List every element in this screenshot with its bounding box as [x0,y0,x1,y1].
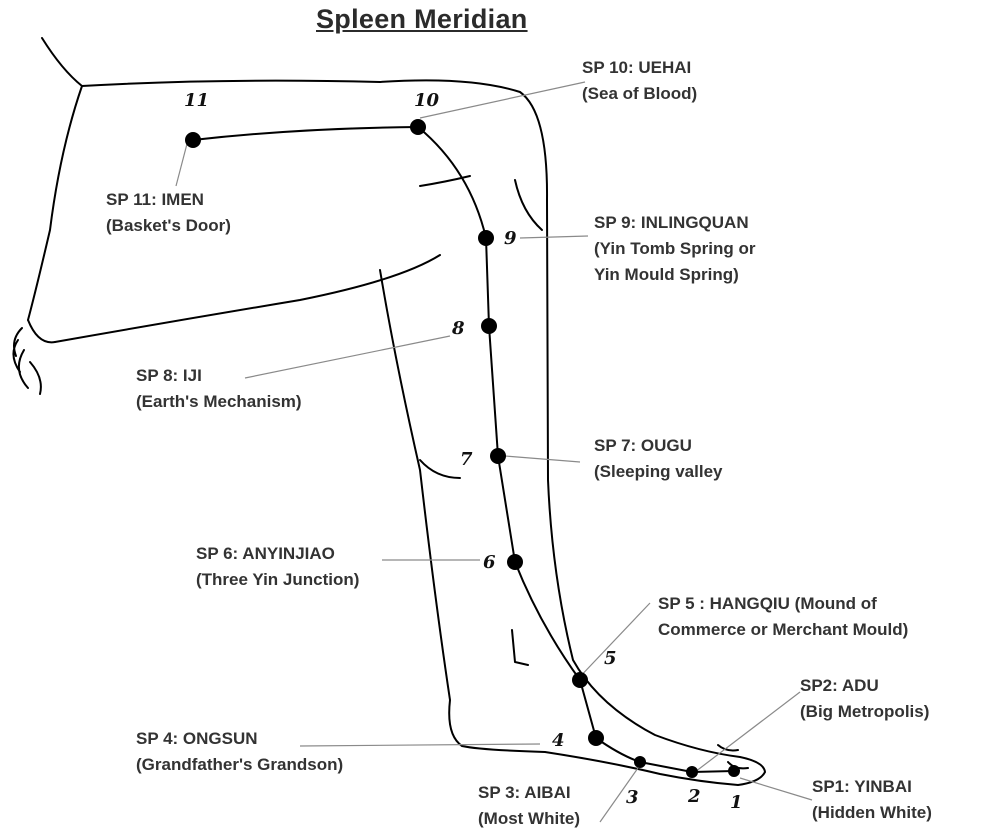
sp3-number: 3 [626,787,639,808]
sp9-point [478,230,494,246]
sp7-name-line: (Sleeping valley [594,459,723,485]
sp5-number: 5 [604,648,617,669]
sp2-number: 2 [688,786,701,807]
sp1-number: 1 [730,792,743,813]
sp5-point [572,672,588,688]
sp10-point [410,119,426,135]
sp11-point [185,132,201,148]
sp2-leader-line [695,692,800,772]
sp7-code: SP 7: OUGU [594,433,723,459]
sp3-point [634,756,646,768]
sp4-number: 4 [552,730,565,751]
sp6-number: 6 [483,552,496,573]
groin-detail [13,328,40,394]
torso-outline [28,38,82,320]
sp1-point [728,765,740,777]
sp11-number: 11 [184,90,209,111]
sp10-label: SP 10: UEHAI(Sea of Blood) [582,55,697,107]
sp1-label: SP1: YINBAI(Hidden White) [812,774,932,826]
sp6-point [507,554,523,570]
sp9-number: 9 [504,228,517,249]
sp3-code: SP 3: AIBAI [478,780,580,806]
groin-line [28,320,55,342]
sp8-label: SP 8: IJI(Earth's Mechanism) [136,363,302,415]
sp11-leader-line [176,140,188,186]
sp5-code: SP 5 : HANGQIU (Mound of [658,591,908,617]
thigh-under-outline [55,255,440,342]
sp9-code: SP 9: INLINGQUAN [594,210,755,236]
sp7-label: SP 7: OUGU(Sleeping valley [594,433,723,485]
sp7-leader-line [505,456,580,462]
ankle-mark [512,630,528,665]
sp1-leader-line [740,778,812,800]
sp10-code: SP 10: UEHAI [582,55,697,81]
sp9-leader-line [520,236,588,238]
sp8-number: 8 [452,318,465,339]
calf-line [420,460,460,478]
diagram-title: Spleen Meridian [316,4,528,35]
sp2-name-line: (Big Metropolis) [800,699,929,725]
sp4-point [588,730,604,746]
sp1-code: SP1: YINBAI [812,774,932,800]
sp8-name-line: (Earth's Mechanism) [136,389,302,415]
sp4-label: SP 4: ONGSUN(Grandfather's Grandson) [136,726,343,778]
sp6-code: SP 6: ANYINJIAO [196,541,359,567]
sp7-number: 7 [460,449,473,470]
sp9-name-line: Yin Mould Spring) [594,262,755,288]
sp4-code: SP 4: ONGSUN [136,726,343,752]
sp11-name-line: (Basket's Door) [106,213,231,239]
sp8-code: SP 8: IJI [136,363,302,389]
sp3-name-line: (Most White) [478,806,580,832]
sp4-name-line: (Grandfather's Grandson) [136,752,343,778]
sp1-name-line: (Hidden White) [812,800,932,826]
sp10-number: 10 [414,90,439,111]
sp11-code: SP 11: IMEN [106,187,231,213]
sp2-point [686,766,698,778]
sp5-leader-line [575,603,650,682]
sp5-name-line: Commerce or Merchant Mould) [658,617,908,643]
sp6-name-line: (Three Yin Junction) [196,567,359,593]
sp8-point [481,318,497,334]
sp3-label: SP 3: AIBAI(Most White) [478,780,580,832]
sp2-code: SP2: ADU [800,673,929,699]
sp9-name-line: (Yin Tomb Spring or [594,236,755,262]
sp11-label: SP 11: IMEN(Basket's Door) [106,187,231,239]
sp7-point [490,448,506,464]
sp6-label: SP 6: ANYINJIAO(Three Yin Junction) [196,541,359,593]
sp2-label: SP2: ADU(Big Metropolis) [800,673,929,725]
sp10-name-line: (Sea of Blood) [582,81,697,107]
